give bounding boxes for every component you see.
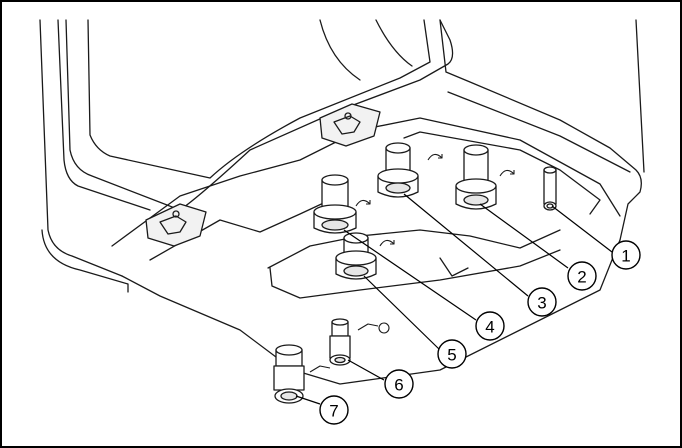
callout-number: 1 (621, 247, 630, 266)
callouts: 1 2 3 4 5 6 7 (319, 240, 641, 425)
callout-number: 5 (447, 346, 456, 365)
arrow-symbol-3 (427, 153, 443, 161)
leader-lines (295, 193, 613, 405)
callout-1: 1 (611, 240, 641, 270)
fitting-2 (455, 144, 497, 210)
housing-left-inner (57, 19, 151, 211)
housing-right-edge (439, 19, 642, 241)
plate-notch (439, 257, 469, 277)
bottom-plate-front (121, 239, 621, 385)
callout-circle (611, 240, 641, 270)
cover-curve-a (319, 19, 361, 81)
bracket-right-inner (333, 115, 361, 135)
callout-circle (384, 369, 414, 399)
bracket-left (145, 203, 207, 247)
leader-1 (551, 205, 613, 253)
leader-7 (295, 395, 321, 405)
arrow-symbol-5 (379, 239, 395, 247)
leader-5 (363, 275, 441, 351)
leader-4 (343, 229, 477, 321)
fitting-7 (273, 344, 305, 404)
fitting-6 (329, 318, 351, 366)
bracket-left-screw (172, 210, 180, 218)
fitting-3 (377, 142, 419, 198)
callout-circle (319, 395, 349, 425)
connection-panel-outline (403, 131, 601, 215)
flow-symbols (309, 153, 515, 373)
callout-5: 5 (437, 339, 467, 369)
fitting-4 (313, 174, 357, 234)
bottom-plate-ridge-c (269, 249, 561, 299)
housing-left-bottom (41, 229, 129, 293)
callout-circle (567, 261, 597, 291)
callout-2: 2 (567, 261, 597, 291)
arrow-symbol-2 (499, 169, 515, 177)
bracket-right (319, 103, 381, 147)
callout-7: 7 (319, 395, 349, 425)
fitting-5 (335, 232, 377, 280)
fittings (273, 142, 557, 404)
bracket-right-screw (344, 112, 352, 120)
callout-number: 7 (329, 402, 338, 421)
fitting-1 (543, 166, 557, 211)
arrow-symbol-4 (355, 199, 371, 207)
callout-circle (527, 287, 557, 317)
callout-6: 6 (384, 369, 414, 399)
housing-right-wall (635, 19, 645, 173)
callout-circle (475, 311, 505, 341)
callout-number: 6 (394, 376, 403, 395)
callout-3: 3 (527, 287, 557, 317)
bracket-left-inner (159, 215, 187, 235)
leader-2 (479, 203, 569, 269)
housing-right-inner (447, 91, 631, 173)
bottom-plate-ridge-b (267, 229, 561, 269)
arrow-symbol-6 (357, 323, 379, 331)
housing-left-edge (39, 19, 123, 277)
leader-3 (403, 193, 529, 297)
callout-number: 3 (537, 294, 546, 313)
boiler-housing (39, 19, 645, 385)
callout-4: 4 (475, 311, 505, 341)
front-cover-inner (87, 19, 431, 179)
leader-6 (347, 359, 385, 381)
callout-number: 2 (577, 268, 586, 287)
fill-symbol (378, 322, 390, 334)
front-cover-flap (65, 19, 454, 211)
arrow-symbol-7 (309, 365, 331, 373)
cover-curve-b (375, 19, 413, 67)
callout-circle (437, 339, 467, 369)
callout-number: 4 (485, 318, 494, 337)
